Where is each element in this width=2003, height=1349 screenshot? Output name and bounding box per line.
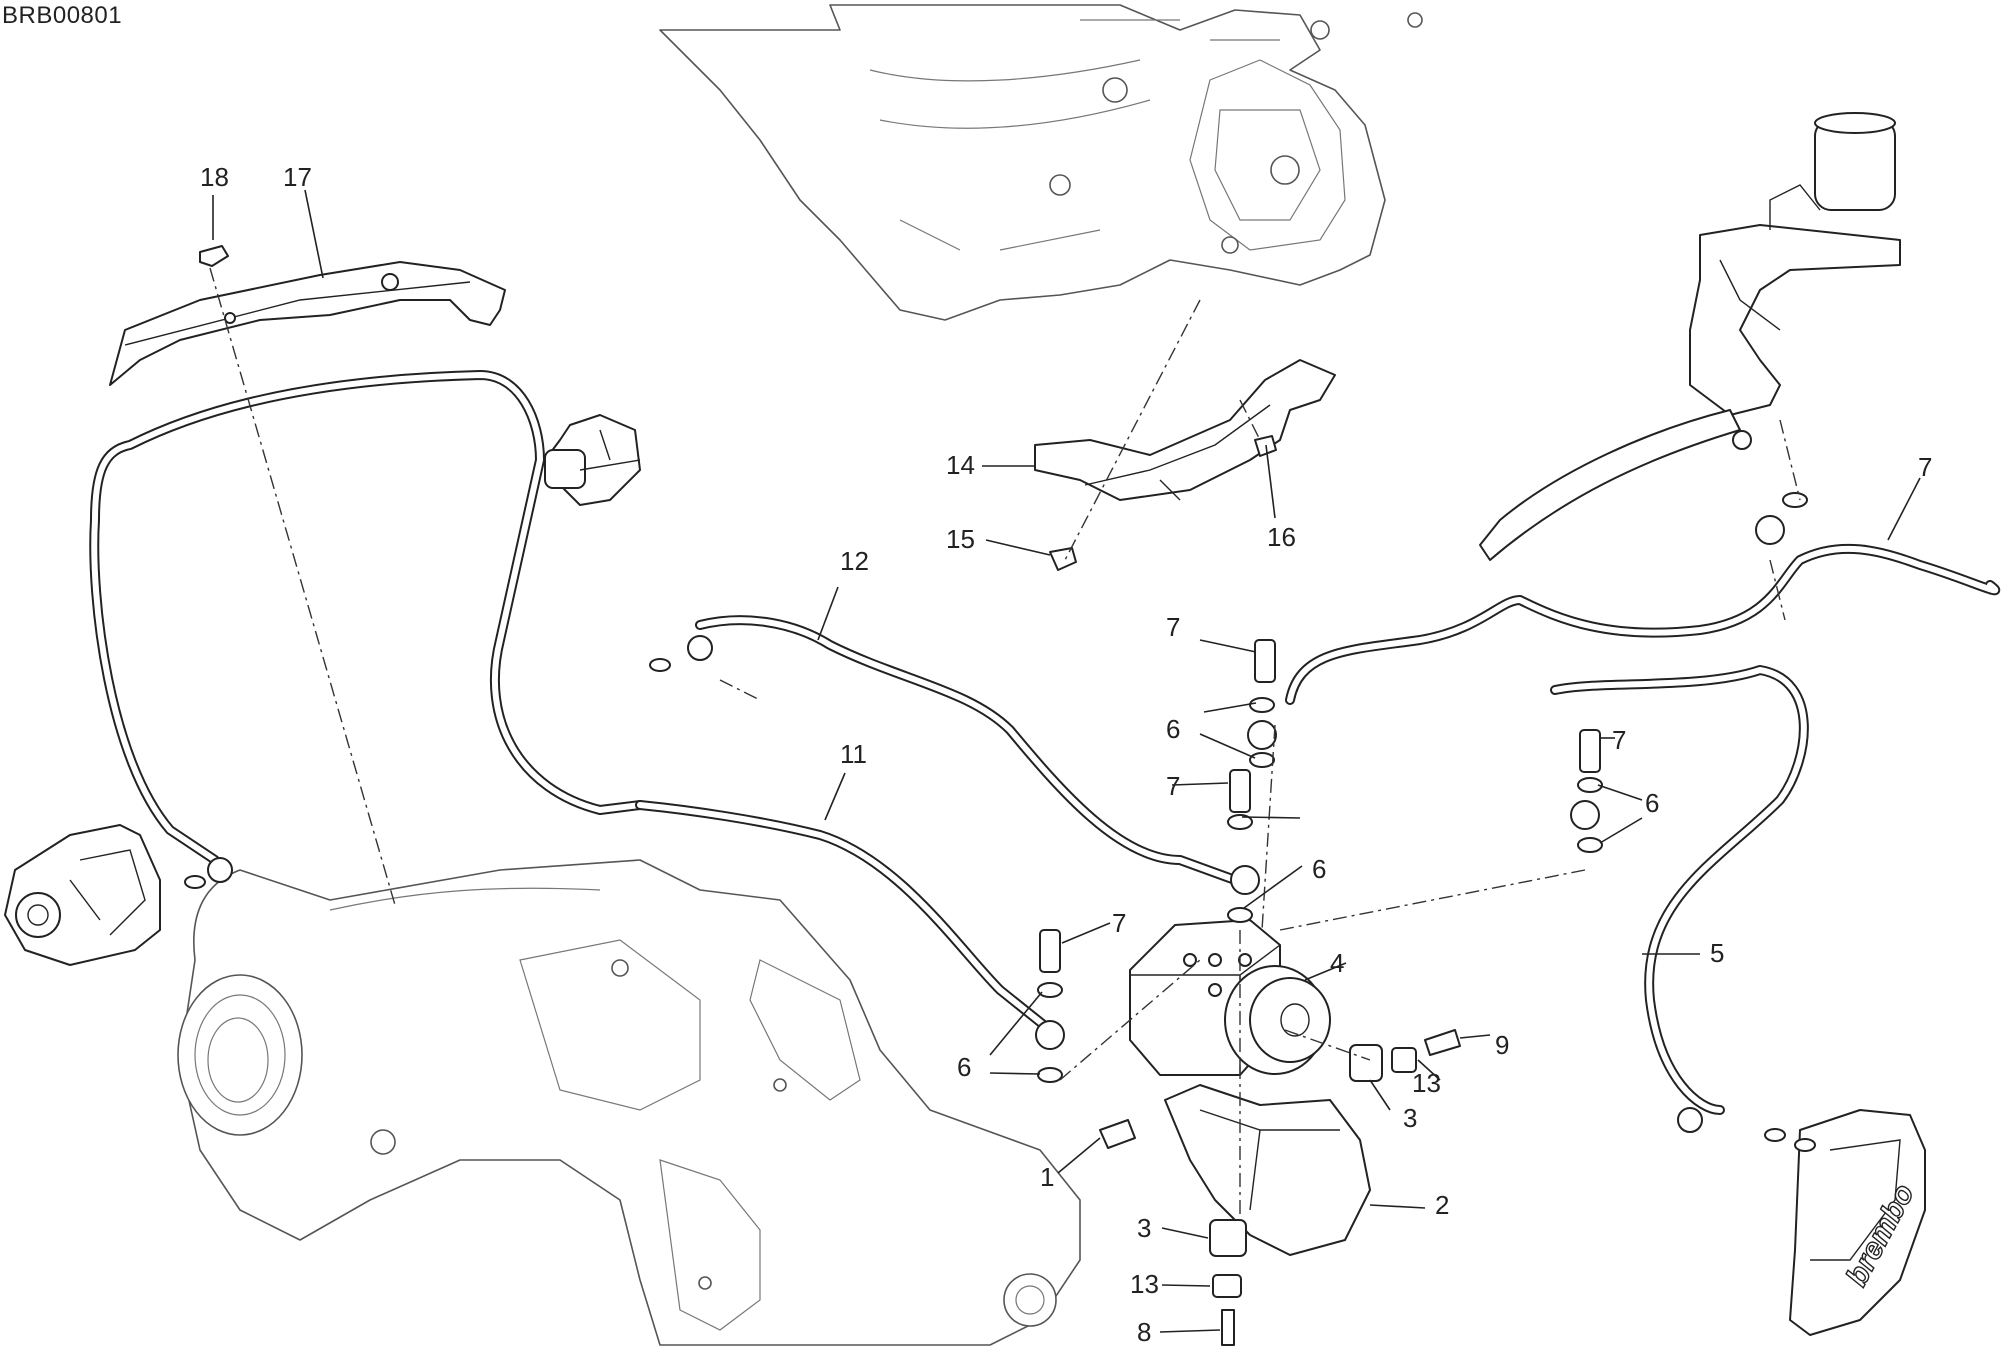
callout-9: 8 (1137, 1317, 1151, 1347)
hose-8 (1285, 543, 2001, 705)
callout-6-a: 6 (1166, 714, 1180, 744)
document-code: BRB00801 (2, 2, 123, 29)
rear-brake-caliper (4, 824, 161, 966)
part-17-hose-guard (109, 261, 506, 386)
part-4-abs-unit (1129, 919, 1331, 1076)
callout-16: 16 (1267, 522, 1296, 552)
hoses (89, 370, 2001, 1133)
callout-18: 18 (200, 162, 229, 192)
callout-6-c: 6 (1645, 788, 1659, 818)
callout-14: 14 (946, 450, 975, 480)
part-15-screw (1049, 547, 1077, 571)
part-14-bracket (1034, 359, 1336, 501)
callout-leaders (212, 189, 1921, 1333)
part-18-screw (199, 245, 229, 267)
callout-13-b: 13 (1130, 1269, 1159, 1299)
callout-3-b: 3 (1137, 1213, 1151, 1243)
callout-7-a: 7 (1166, 612, 1180, 642)
callout-10: 9 (1495, 1030, 1509, 1060)
swingarm (177, 859, 1081, 1346)
part-10-screw (1424, 1029, 1461, 1056)
part-1-screw (1099, 1119, 1136, 1149)
callout-labels: 18 17 14 15 16 12 11 7 7 6 7 6 7 6 7 6 6… (200, 162, 1932, 1347)
part-3-grommet-upper (1349, 1044, 1383, 1082)
hose-12 (695, 615, 1240, 885)
callout-4: 4 (1330, 948, 1344, 978)
part-9-screw (1221, 1309, 1235, 1346)
part-13-spacer-lower (1212, 1274, 1242, 1298)
callout-7-b: 7 (1166, 771, 1180, 801)
callout-8: 7 (1918, 452, 1932, 482)
callout-17: 17 (283, 162, 312, 192)
callout-15: 15 (946, 524, 975, 554)
callout-6-d: 6 (957, 1052, 971, 1082)
part-7-banjo-bolts (1039, 639, 1601, 973)
part-6-copper-washers (184, 492, 1816, 1152)
callout-3-a: 3 (1403, 1103, 1417, 1133)
rear-master-cylinder (544, 414, 641, 506)
callout-2: 2 (1435, 1190, 1449, 1220)
callout-12: 12 (840, 546, 869, 576)
front-master-cylinder (1479, 112, 1901, 561)
callout-11: 11 (840, 739, 867, 769)
callout-7-d: 7 (1112, 908, 1126, 938)
part-3-grommet-lower (1209, 1219, 1247, 1257)
callout-6-b: 6 (1312, 854, 1326, 884)
part-13-spacer-upper (1391, 1047, 1417, 1073)
assembly-centerlines (209, 267, 1801, 1220)
callout-13-a: 13 (1412, 1068, 1441, 1098)
callout-1: 1 (1040, 1162, 1054, 1192)
callout-5: 5 (1710, 938, 1724, 968)
main-frame (659, 4, 1423, 321)
callout-7-c: 7 (1612, 725, 1626, 755)
part-2-abs-bracket (1164, 1084, 1371, 1256)
